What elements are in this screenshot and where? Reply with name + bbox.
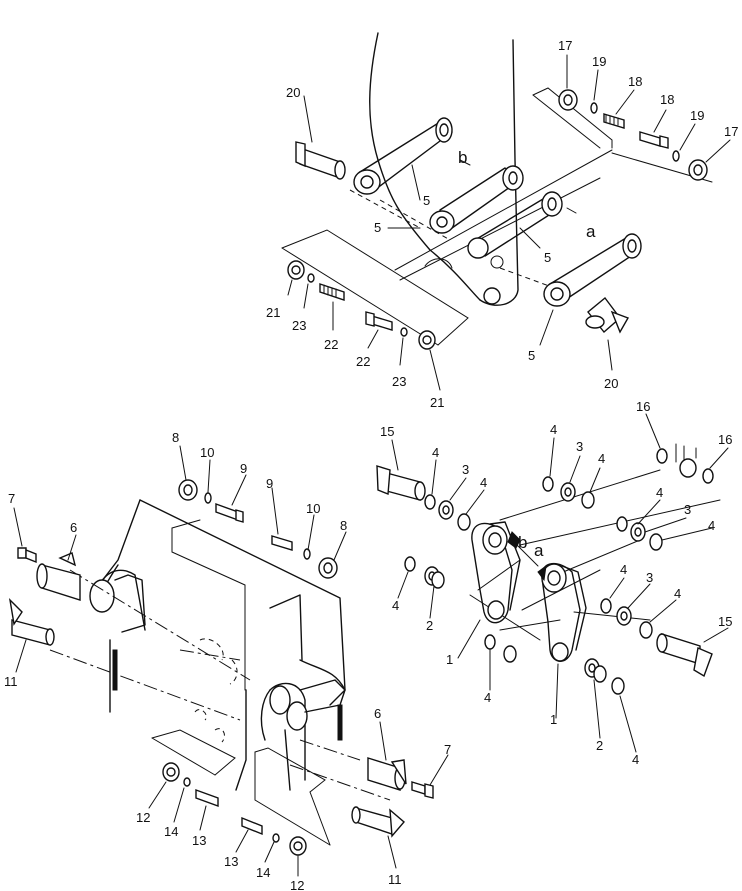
label-7: 7 [8,491,15,506]
hardware-21-22-23 [287,260,436,350]
label-13: 13 [192,833,206,848]
label-17: 17 [558,38,572,53]
label-21: 21 [430,395,444,410]
label-10: 10 [200,445,214,460]
label-22: 22 [324,337,338,352]
pin-15-right [656,633,713,678]
label-9: 9 [240,461,247,476]
bushing-16 [656,443,714,484]
label-14: 14 [256,865,270,880]
label-8: 8 [172,430,179,445]
label-11: 11 [388,872,402,887]
label-18: 18 [660,92,674,107]
label-6: 6 [374,706,381,721]
label-15: 15 [718,614,732,629]
pin-11-right [351,806,405,838]
lower-left-assembly [8,445,449,877]
label-12: 12 [290,878,304,891]
label-4: 4 [632,752,639,767]
label-6: 6 [70,520,77,535]
label-7: 7 [444,742,451,757]
label-4: 4 [432,445,439,460]
pin-20-upper [295,141,346,180]
lower-right-assembly [376,413,729,753]
label-1: 1 [550,712,557,727]
arm-1-right [537,563,587,662]
hardware-12-13-14 [162,762,307,856]
label-3: 3 [646,570,653,585]
label-23: 23 [392,374,406,389]
link-b [429,165,524,234]
hardware-8-9-10 [178,479,338,579]
label-20: 20 [604,376,618,391]
label-17: 17 [724,124,738,139]
label-5: 5 [528,348,535,363]
label-15: 15 [380,424,394,439]
bearings-seals [404,476,663,695]
label-12: 12 [136,810,150,825]
label-16: 16 [636,399,650,414]
label-4: 4 [480,475,487,490]
link-5-lower [543,233,642,307]
label-2: 2 [596,738,603,753]
label-3: 3 [576,439,583,454]
label-4: 4 [598,451,605,466]
label-23: 23 [292,318,306,333]
hardware-17-18-19 [558,89,708,181]
label-16: 16 [718,432,732,447]
label-4: 4 [392,598,399,613]
label-3: 3 [462,462,469,477]
label-4: 4 [620,562,627,577]
arm-1-left [471,521,521,624]
label-3: 3 [684,502,691,517]
pin-6-right [367,757,407,791]
label-10: 10 [306,501,320,516]
bolt-7-left [17,547,37,564]
pin-15-left [376,465,426,501]
label-4: 4 [674,586,681,601]
pin-11-left [8,597,55,646]
letter-b: b [458,148,467,167]
label-20: 20 [286,85,300,100]
label-13: 13 [224,854,238,869]
letter-a: a [586,222,596,241]
label-5: 5 [544,250,551,265]
link-5-top [353,117,453,195]
letter-b: b [518,533,527,552]
label-2: 2 [426,618,433,633]
label-4: 4 [484,690,491,705]
label-21: 21 [266,305,280,320]
pin-6-left [36,552,81,601]
callout-labels: 17 19 18 18 19 17 20 b 5 5 5 a 5 20 21 2… [4,38,738,891]
label-14: 14 [164,824,178,839]
label-19: 19 [690,108,704,123]
label-9: 9 [266,476,273,491]
label-11: 11 [4,674,18,689]
top-assembly [281,32,731,391]
label-5: 5 [423,193,430,208]
label-1: 1 [446,652,453,667]
label-5: 5 [374,220,381,235]
letter-a: a [534,541,544,560]
label-4: 4 [550,422,557,437]
label-19: 19 [592,54,606,69]
label-4: 4 [708,518,715,533]
label-18: 18 [628,74,642,89]
pin-20-lower [585,296,630,334]
label-22: 22 [356,354,370,369]
link-a [467,191,563,259]
label-8: 8 [340,518,347,533]
label-4: 4 [656,485,663,500]
